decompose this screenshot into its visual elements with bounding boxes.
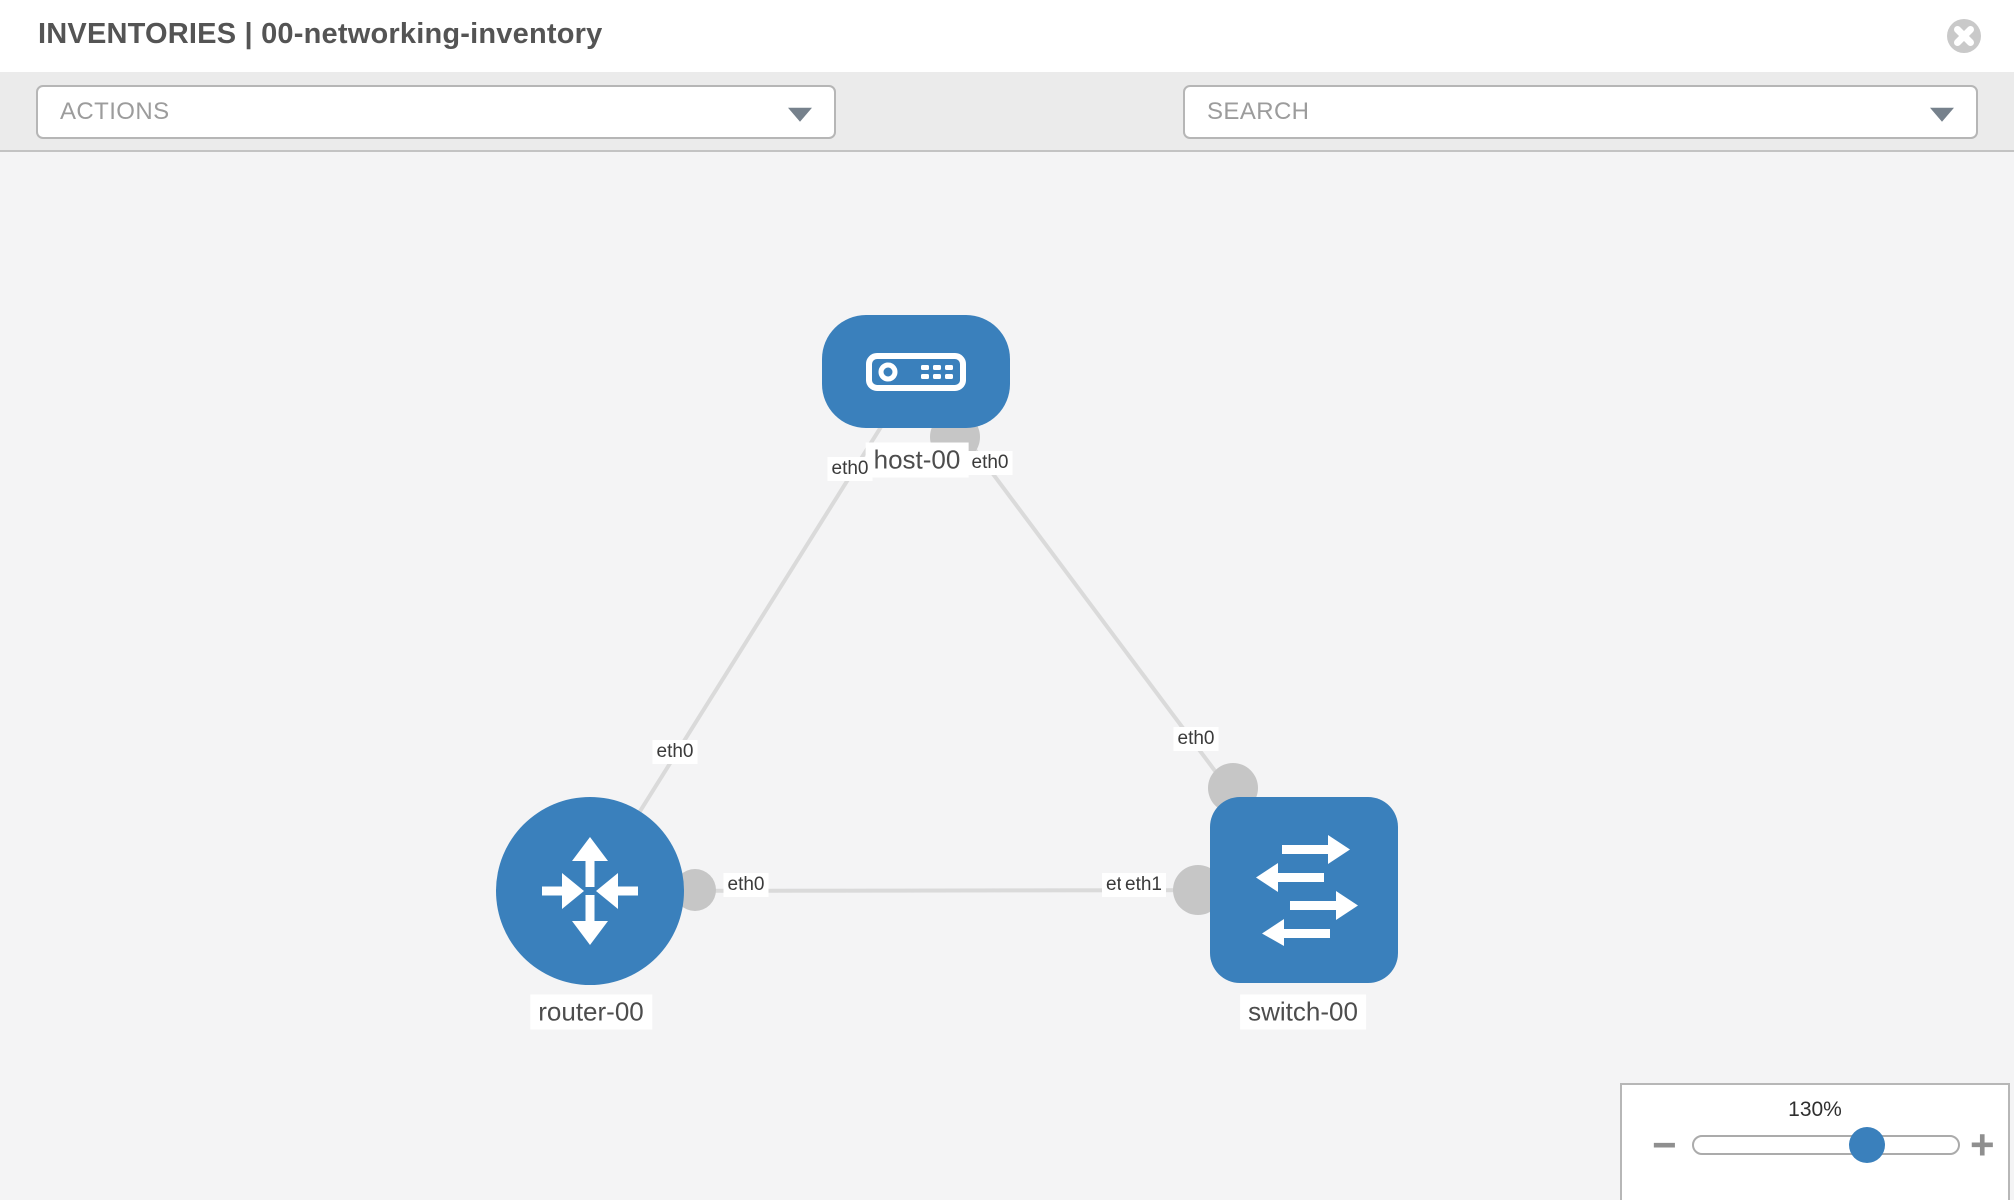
search-placeholder: SEARCH bbox=[1207, 98, 1310, 125]
iface-label-host-to-router: eth0 bbox=[827, 457, 873, 481]
topology-links-layer bbox=[588, 369, 1306, 915]
iface-label-router-to-switch: eth0 bbox=[723, 873, 769, 897]
node-label-router: router-00 bbox=[530, 994, 652, 1030]
header: INVENTORIES | 00-networking-inventory bbox=[0, 0, 2014, 72]
zoom-value: 130% bbox=[1788, 1098, 1842, 1121]
actions-dropdown[interactable]: ACTIONS bbox=[36, 85, 836, 139]
actions-dropdown-label: ACTIONS bbox=[60, 98, 170, 125]
zoom-in-button[interactable]: + bbox=[1970, 1121, 1995, 1168]
topology-canvas[interactable]: host-00 router-00 switch-00 eth0 eth0 et… bbox=[0, 152, 2014, 1200]
close-button[interactable] bbox=[1946, 18, 1982, 54]
node-host-00[interactable] bbox=[822, 315, 1010, 428]
page-title: INVENTORIES | 00-networking-inventory bbox=[38, 18, 603, 50]
node-router-00[interactable] bbox=[496, 797, 684, 985]
zoom-slider[interactable] bbox=[1692, 1127, 1960, 1163]
switch-arrows-icon bbox=[1256, 835, 1358, 946]
iface-label-router-to-host: eth0 bbox=[652, 740, 698, 764]
node-label-switch: switch-00 bbox=[1240, 994, 1366, 1030]
node-switch-00[interactable] bbox=[1210, 797, 1398, 983]
node-label-host: host-00 bbox=[865, 442, 969, 478]
search-box[interactable]: SEARCH bbox=[1183, 85, 1978, 139]
iface-label-host-to-switch: eth0 bbox=[967, 451, 1013, 475]
zoom-slider-handle[interactable] bbox=[1849, 1127, 1885, 1163]
close-icon bbox=[1947, 19, 1981, 53]
zoom-out-button[interactable]: − bbox=[1652, 1121, 1677, 1168]
toolbar: ACTIONS bbox=[0, 72, 2014, 206]
chevron-down-icon bbox=[788, 107, 812, 122]
link-endpoint bbox=[674, 869, 716, 911]
zoom-panel: 130% − + bbox=[1620, 1083, 2010, 1200]
router-arrows-icon bbox=[542, 837, 638, 945]
chevron-down-icon bbox=[1930, 107, 1954, 122]
host-icon bbox=[866, 352, 966, 391]
iface-label-switch-to-router: eth1 bbox=[1121, 873, 1166, 897]
iface-label-switch-to-host: eth0 bbox=[1173, 727, 1219, 751]
